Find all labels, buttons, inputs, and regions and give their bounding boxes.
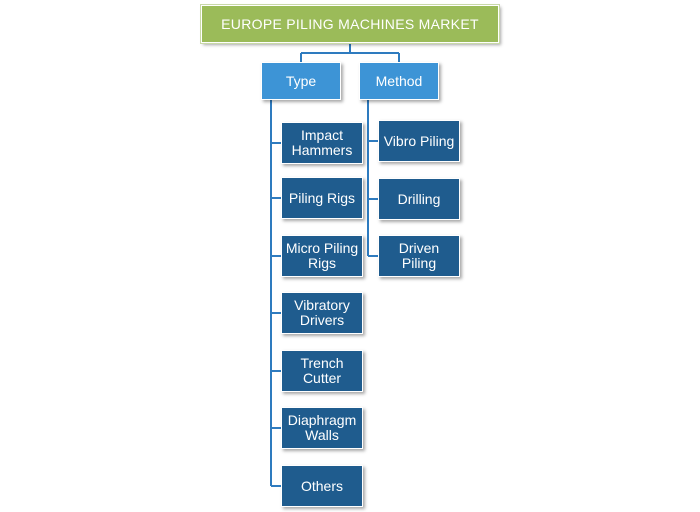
leaf-label: Driven Piling xyxy=(398,240,440,271)
branch-node-type: Type xyxy=(261,62,341,100)
leaf-node-impact-hammers: Impact Hammers xyxy=(281,122,363,164)
leaf-label: Trench Cutter xyxy=(300,355,344,386)
leaf-node-diaphragm-walls: Diaphragm Walls xyxy=(281,407,363,449)
leaf-label: Impact Hammers xyxy=(291,127,353,158)
leaf-label: Piling Rigs xyxy=(288,189,356,206)
leaf-node-vibro-piling: Vibro Piling xyxy=(378,120,460,162)
leaf-node-micro-piling-rigs: Micro Piling Rigs xyxy=(281,235,363,277)
branch-label-method: Method xyxy=(375,72,423,89)
branch-node-method: Method xyxy=(359,62,439,100)
root-node: EUROPE PILING MACHINES MARKET xyxy=(200,4,500,44)
leaf-node-others: Others xyxy=(281,465,363,507)
branch-label-type: Type xyxy=(285,72,317,89)
leaf-node-drilling: Drilling xyxy=(378,178,460,220)
leaf-label: Diaphragm Walls xyxy=(287,412,357,443)
leaf-label: Vibratory Drivers xyxy=(294,297,350,328)
root-title: EUROPE PILING MACHINES MARKET xyxy=(221,15,479,32)
leaf-label: Others xyxy=(300,477,343,494)
leaf-label: Drilling xyxy=(397,190,441,207)
leaf-label: Vibro Piling xyxy=(383,132,455,149)
leaf-label: Micro Piling Rigs xyxy=(285,240,359,271)
leaf-node-trench-cutter: Trench Cutter xyxy=(281,350,363,392)
leaf-node-piling-rigs: Piling Rigs xyxy=(281,177,363,219)
leaf-node-vibratory-drivers: Vibratory Drivers xyxy=(281,292,363,334)
leaf-node-driven-piling: Driven Piling xyxy=(378,235,460,277)
